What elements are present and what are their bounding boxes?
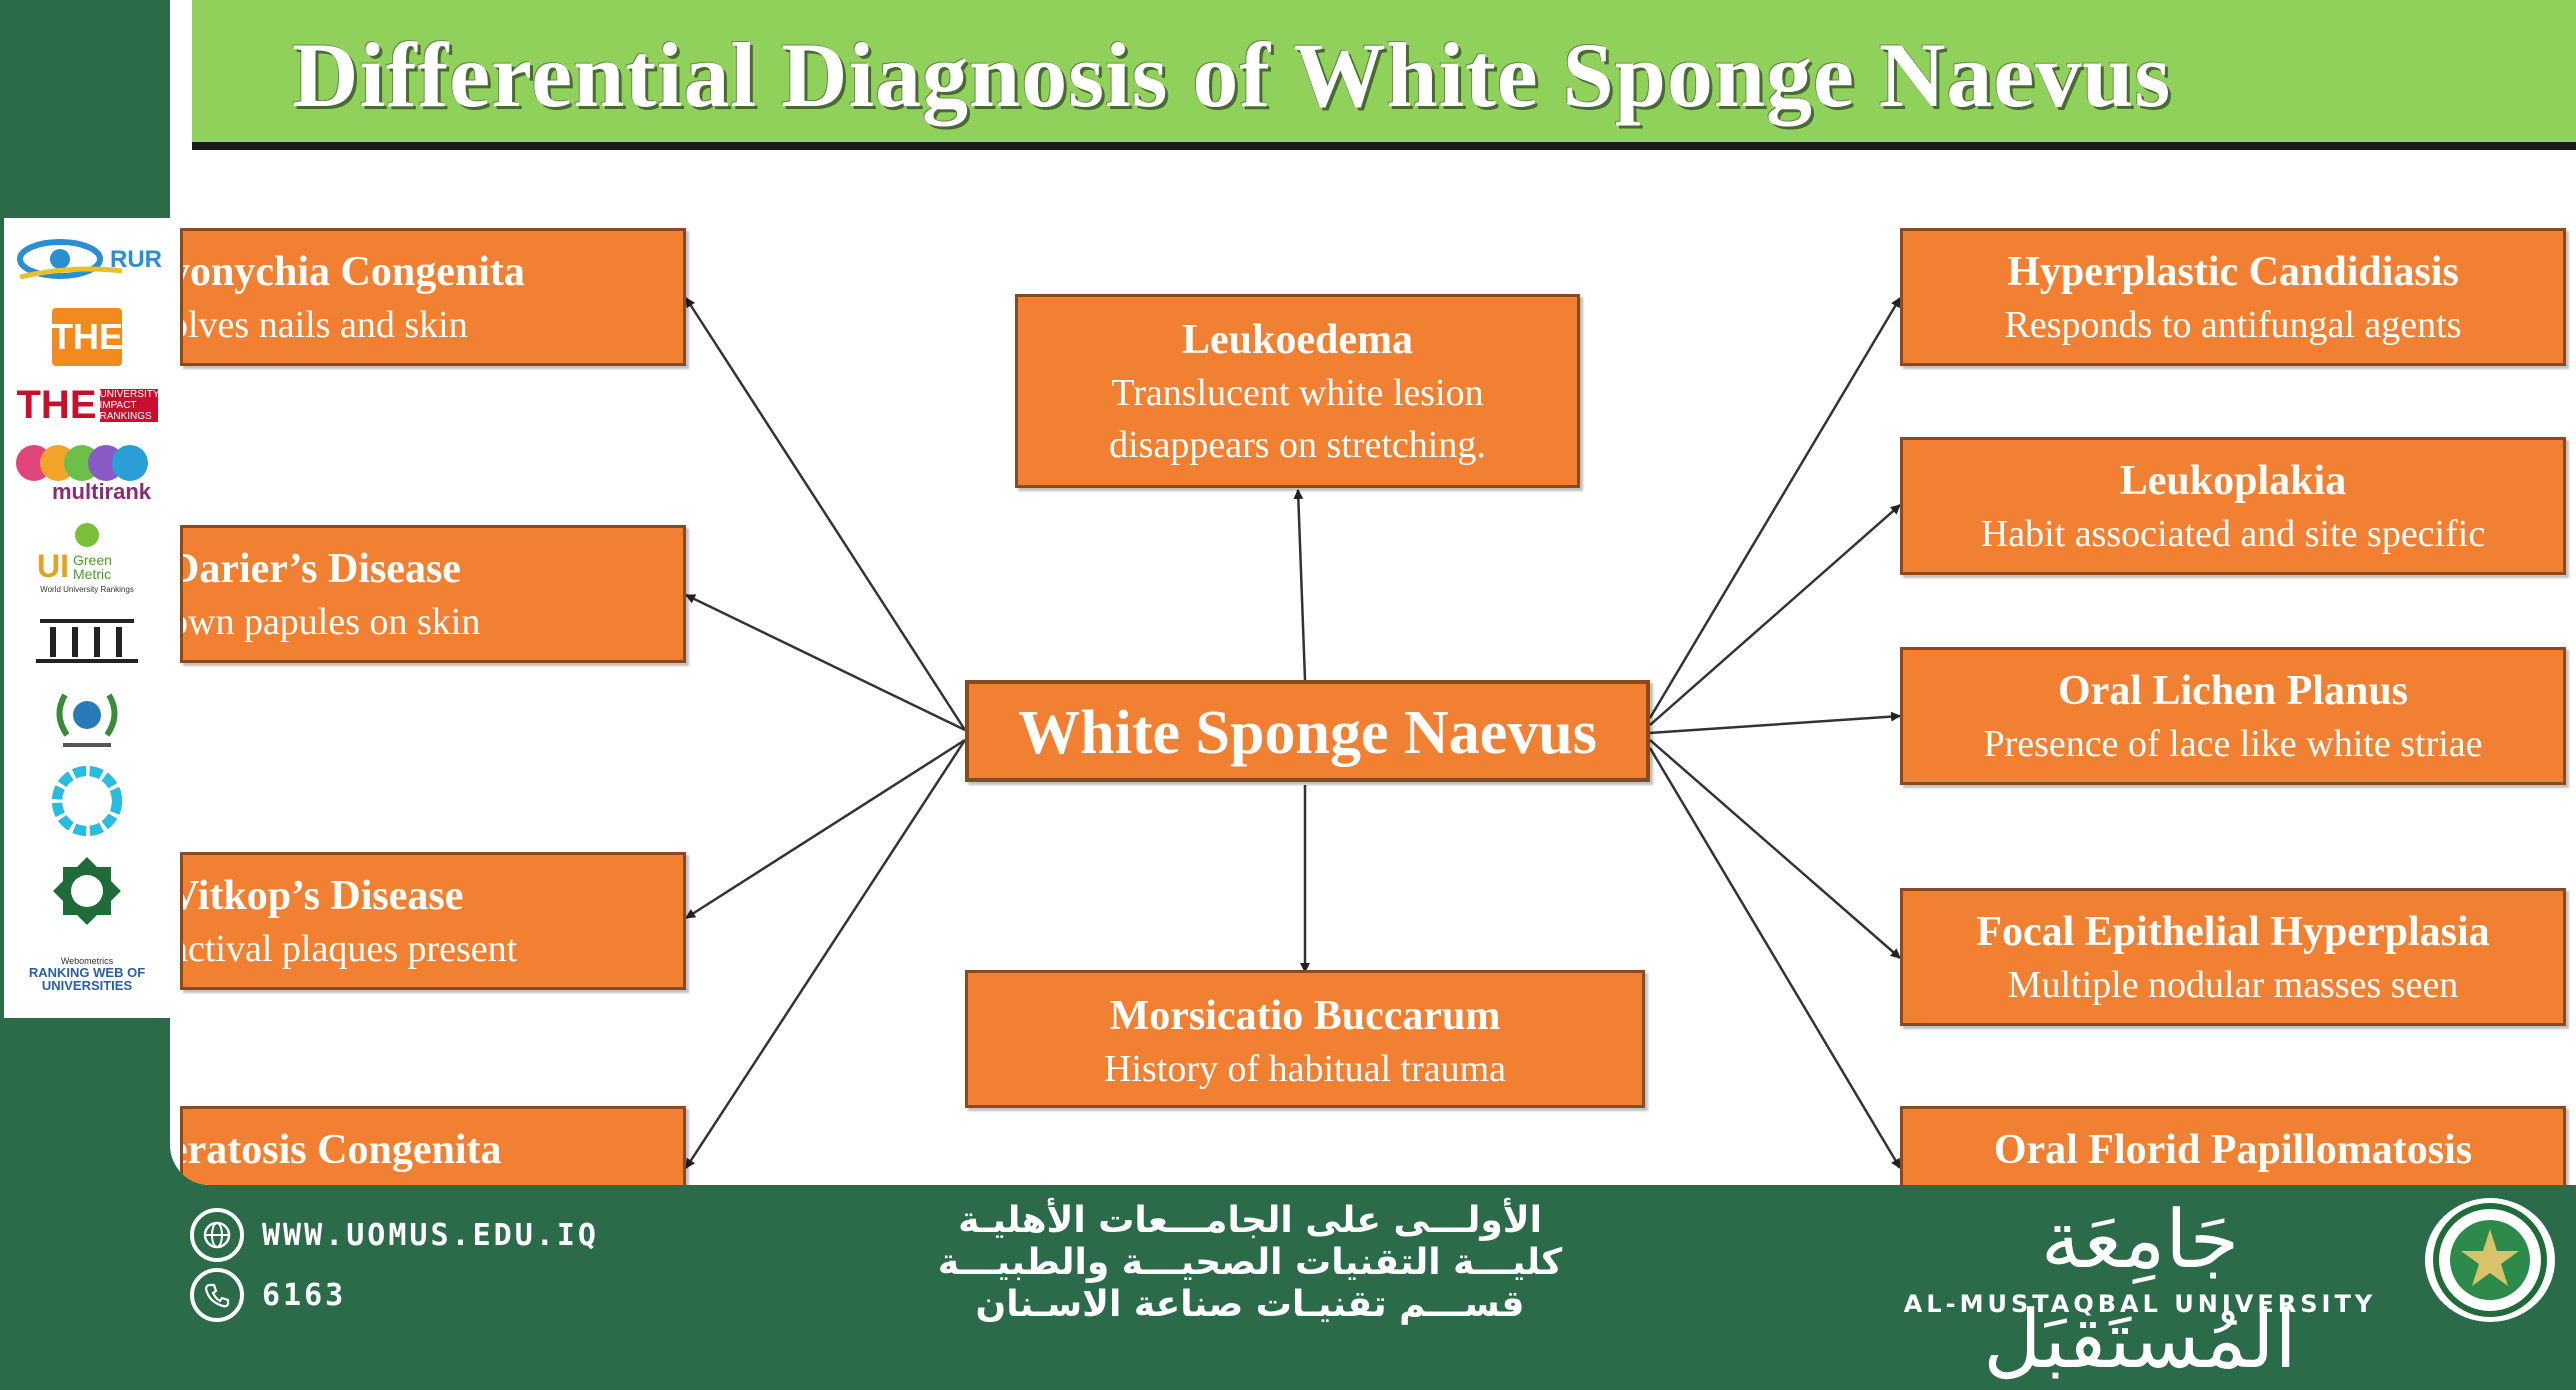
svg-text:multirank: multirank [52,479,152,503]
bottom-box-subtitle: History of habitual trauma [1103,1048,1507,1090]
top-box-subtitle-1: Translucent white lesion [1111,372,1484,414]
arrow-to-left-1 [684,297,967,731]
university-name-english: AL-MUSTAQBAL UNIVERSITY [1903,1290,2377,1318]
center-node-title: White Sponge Naevus [1018,699,1597,767]
svg-text:RUR: RUR [110,246,162,273]
arab-universities-logo [10,684,164,754]
arab-engineers-logo [10,848,164,934]
left-box-2-subtitle: own papules on skin [180,601,481,643]
left-box-3-subtitle: nctival plaques present [180,928,518,970]
arrow-to-left-2 [685,593,966,732]
multirank-logo: multirank [10,438,164,504]
sdg-logo [10,766,164,836]
phone-icon [190,1268,244,1322]
footer-website[interactable]: WWW.UOMUS.EDU.IQ [190,1208,599,1262]
left-box-2: Darier’s Disease own papules on skin [180,525,686,663]
laurel-icon [56,693,118,747]
right-box-2-title: Leukoplakia [2119,458,2347,504]
title-bar: Differential Diagnosis of White Sponge N… [192,0,2576,150]
right-box-4-title: Focal Epithelial Hyperplasia [1976,909,2490,955]
arrow-to-left-3 [685,738,966,920]
footer-arabic-text: الأولـــى على الجامـــعات الأهليـة كليــ… [840,1200,1660,1326]
the-logo: THE [10,306,164,368]
left-box-3: Vitkop’s Disease nctival plaques present [180,852,686,990]
university-seal-icon [2433,1203,2547,1317]
bottom-box-title: Morsicatio Buccarum [1109,993,1501,1039]
right-box-3-subtitle: Presence of lace like white striae [1983,723,2483,765]
slide: Differential Diagnosis of White Sponge N… [170,0,2576,1185]
right-box-1: Hyperplastic Candidiasis Responds to ant… [1900,228,2566,366]
left-box-4: eratosis Congenita [180,1106,686,1185]
globe-icon [190,1208,244,1262]
star-emblem-icon [53,857,121,925]
arabic-line-3: قســـم تقنيـات صناعة الاسـنان [975,1284,1525,1325]
the-impact-logo: THE UNIVERSITY IMPACT RANKINGS [16,382,160,427]
right-box-1-subtitle: Responds to antifungal agents [2004,304,2462,346]
right-box-5-title: Oral Florid Papillomatosis [1993,1127,2473,1173]
arrow-to-right-1 [1648,297,1902,719]
university-seal-logo [2425,1198,2555,1322]
arrow-to-right-4 [1649,739,1901,959]
rur-logo: RUR [10,230,164,290]
footer-phone[interactable]: 6163 [190,1268,346,1322]
left-box-1-subtitle: olves nails and skin [180,304,468,346]
left-box-1: yonychia Congenita olves nails and skin [180,228,686,366]
right-box-5: Oral Florid Papillomatosis [1900,1106,2566,1185]
center-node: White Sponge Naevus [965,680,1650,782]
right-box-3: Oral Lichen Planus Presence of lace like… [1900,647,2566,785]
right-box-2: Leukoplakia Habit associated and site sp… [1900,437,2566,575]
left-box-4-title: eratosis Congenita [180,1127,502,1173]
arrow-to-right-5 [1648,747,1902,1169]
connector-lines [684,297,1902,1169]
phone-text: 6163 [262,1277,347,1313]
right-box-4-subtitle: Multiple nodular masses seen [2007,964,2459,1006]
arabic-line-1: الأولـــى على الجامـــعات الأهليـة [958,1200,1542,1241]
arrow-to-left-4 [684,739,967,1169]
website-text: WWW.UOMUS.EDU.IQ [262,1217,599,1253]
arabic-line-2: كليـــة التقنيات الصحيـــة والطبيـــة [937,1242,1563,1283]
right-box-4: Focal Epithelial Hyperplasia Multiple no… [1900,888,2566,1026]
globe-icon [75,523,99,547]
arrow-to-right-2 [1649,504,1901,726]
right-box-1-title: Hyperplastic Candidiasis [2007,249,2459,295]
top-box-title: Leukoedema [1182,317,1413,363]
eye-icon: RUR [17,239,162,280]
right-box-2-subtitle: Habit associated and site specific [1980,513,2486,555]
top-box-subtitle-2: disappears on stretching. [1109,424,1486,466]
top-box: Leukoedema Translucent white lesion disa… [1015,294,1580,488]
left-box-3-title: Vitkop’s Disease [180,873,464,919]
institution-columns-logo [10,610,164,670]
left-box-1-title: yonychia Congenita [180,249,525,295]
webometrics-logo: Webometrics RANKING WEB OF UNIVERSITIES [28,956,146,993]
ranking-logos: RUR THE THE UNIVERSITY IMPACT RANKINGS m… [4,218,170,1018]
arrow-to-right-3 [1649,711,1901,735]
right-box-3-title: Oral Lichen Planus [2057,668,2409,714]
sdg-wheel-icon [52,766,122,836]
arrow-to-top [1293,489,1307,681]
columns-icon [36,619,138,663]
greenmetric-logo: UI Green Metric World University Ranking… [10,518,164,598]
left-box-2-title: Darier’s Disease [180,546,461,592]
slide-title: Differential Diagnosis of White Sponge N… [292,24,2172,126]
bottom-box: Morsicatio Buccarum History of habitual … [965,970,1645,1108]
